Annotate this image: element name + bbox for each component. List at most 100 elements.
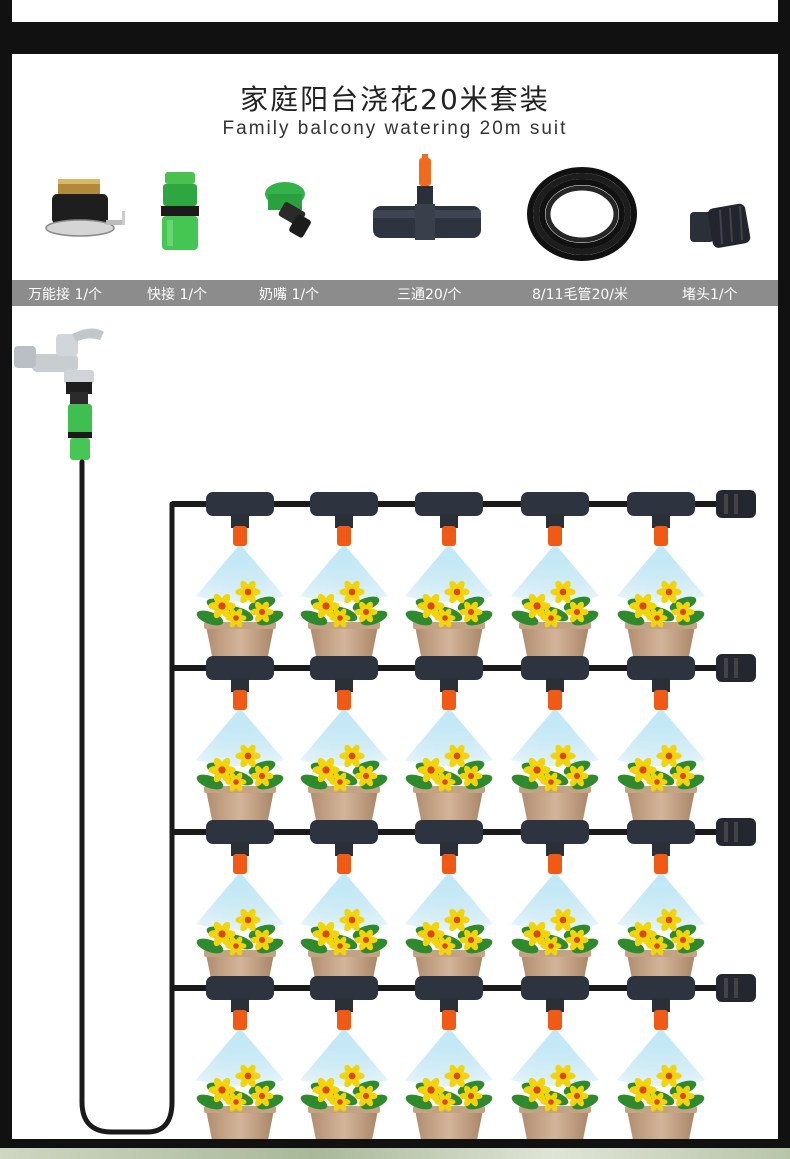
tee-connector-icon	[310, 820, 378, 856]
bottom-photo-strip	[0, 1148, 790, 1159]
flower-icon	[646, 1092, 668, 1112]
flower-icon	[339, 744, 365, 768]
sprayer-nozzle-icon	[233, 690, 247, 710]
leaf	[457, 1080, 485, 1096]
flower-pot	[310, 1110, 378, 1139]
drip-line-row	[172, 654, 756, 830]
flower-icon	[550, 580, 576, 604]
leaf	[457, 760, 485, 776]
label-end-plug: 堵头1/个	[682, 287, 738, 303]
tee-connector-icon	[627, 820, 695, 856]
drip-line-row	[172, 818, 756, 994]
water-spray	[300, 708, 388, 766]
water-spray	[617, 872, 705, 930]
pot-unit	[300, 492, 388, 666]
leaf	[465, 1094, 493, 1110]
flower-icon	[444, 744, 470, 768]
leaf	[465, 938, 493, 954]
sprayer-nozzle-icon	[233, 1010, 247, 1030]
water-spray	[405, 544, 493, 602]
end-plug-icon	[716, 974, 756, 1002]
leaf	[669, 1080, 697, 1096]
leaf	[405, 1094, 433, 1110]
flower-icon	[671, 929, 695, 951]
leaf	[669, 924, 697, 940]
water-spray	[196, 1028, 284, 1086]
flower-icon	[629, 921, 657, 947]
flower-icon	[329, 772, 351, 792]
flower-pot	[627, 1110, 695, 1139]
flower-icon	[312, 1077, 340, 1103]
leaf	[617, 1094, 645, 1110]
label-quick-connector: 快接 1/个	[147, 287, 208, 303]
tee-connector-icon	[206, 656, 274, 692]
flower-icon	[540, 772, 562, 792]
flower-pot	[206, 1110, 274, 1139]
flower-icon	[444, 908, 470, 932]
flower-icon	[417, 593, 445, 619]
flower-icon	[434, 608, 456, 628]
pot-unit	[196, 492, 284, 666]
leaf	[352, 596, 380, 612]
leaf	[248, 596, 276, 612]
pot-unit	[300, 976, 388, 1139]
leaf	[352, 760, 380, 776]
leaf	[196, 938, 224, 954]
leaf	[300, 774, 328, 790]
tee-connector-icon	[310, 656, 378, 692]
flower-icon	[565, 601, 589, 623]
flower-icon	[523, 593, 551, 619]
water-spray	[196, 708, 284, 766]
flower-icon	[235, 1064, 261, 1088]
flower-icon	[550, 744, 576, 768]
flower-icon	[235, 744, 261, 768]
leaf	[571, 938, 599, 954]
leaf	[360, 1094, 388, 1110]
flower-icon	[250, 601, 274, 623]
leaf	[563, 760, 591, 776]
leaf	[256, 938, 284, 954]
leaf	[196, 1094, 224, 1110]
pot-unit	[196, 976, 284, 1139]
flower-icon	[656, 580, 682, 604]
water-spray	[405, 1028, 493, 1086]
leaf	[617, 938, 645, 954]
leaf	[677, 938, 705, 954]
leaf	[248, 924, 276, 940]
pot-unit	[405, 976, 493, 1139]
leaf	[360, 938, 388, 954]
component-row	[12, 154, 778, 279]
flower-icon	[208, 1077, 236, 1103]
flower-icon	[225, 1092, 247, 1112]
flower-icon	[329, 608, 351, 628]
sprayer-nozzle-icon	[548, 854, 562, 874]
flower-icon	[250, 929, 274, 951]
leaf	[563, 924, 591, 940]
leaf	[511, 938, 539, 954]
flower-icon	[434, 936, 456, 956]
flower-icon	[629, 593, 657, 619]
tee-connector-icon	[521, 492, 589, 528]
universal-connector-icon	[45, 179, 125, 237]
tee-connector-icon	[206, 976, 274, 1012]
flower-icon	[312, 921, 340, 947]
pot-unit	[405, 492, 493, 666]
pot-unit	[405, 656, 493, 830]
pot-unit	[511, 656, 599, 830]
hose-coil-icon	[527, 167, 637, 261]
sprayer-nozzle-icon	[654, 854, 668, 874]
flower-icon	[354, 929, 378, 951]
water-spray	[617, 1028, 705, 1086]
tee-connector-icon	[415, 976, 483, 1012]
flower-icon	[339, 580, 365, 604]
flower-icon	[550, 1064, 576, 1088]
flower-icon	[339, 1064, 365, 1088]
leaf	[457, 596, 485, 612]
sprayer-nozzle-icon	[337, 854, 351, 874]
flower-icon	[629, 1077, 657, 1103]
pot-unit	[196, 820, 284, 994]
flower-icon	[312, 593, 340, 619]
sprayer-nozzle-icon	[442, 1010, 456, 1030]
tee-connector-icon	[206, 820, 274, 856]
flower-icon	[459, 1085, 483, 1107]
